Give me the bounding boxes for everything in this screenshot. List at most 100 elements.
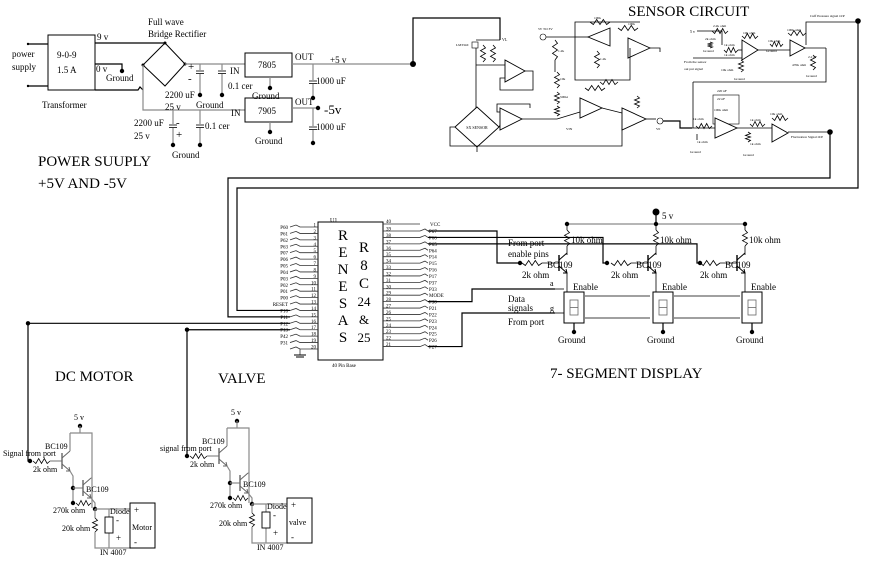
brand-letter: S: [339, 296, 347, 312]
section-title: 7- SEGMENT DISPLAY: [550, 366, 703, 382]
pin-label: P62: [280, 239, 288, 244]
junction-dot: [517, 260, 523, 266]
label: From port: [508, 238, 545, 248]
pin-number: 35: [386, 253, 392, 258]
pin-number: 13: [311, 301, 317, 306]
label: 10k: [560, 77, 566, 81]
op-amp-icon: [789, 39, 806, 57]
npn-transistor-icon: [82, 477, 92, 499]
npn-transistor-icon: [218, 445, 228, 467]
pin-number: 4: [314, 243, 317, 248]
capacitor-icon: [309, 126, 317, 130]
label: 5V TO 3V: [538, 27, 553, 31]
pin-label: P02: [280, 284, 288, 289]
junction-dot: [267, 129, 273, 135]
section-title: VALVE: [218, 371, 266, 387]
pin-label: P23: [429, 320, 437, 325]
capacitor-icon: [169, 124, 177, 128]
wire: [496, 103, 531, 113]
pin-number: 6: [314, 256, 317, 261]
resistor-icon: [551, 39, 559, 61]
resistor-icon: [707, 41, 714, 49]
label: 40 Pin Base: [332, 364, 357, 369]
op-amp-icon: [771, 123, 789, 143]
label: 9-0-9: [57, 50, 77, 60]
pin-lead: [289, 308, 318, 311]
transistor-collector: [239, 472, 249, 481]
pin-number: 9: [314, 275, 317, 280]
pin-number: 28: [386, 298, 392, 303]
label: -: [188, 73, 192, 85]
pin-label: P13: [280, 329, 288, 334]
label: 5 v: [662, 211, 674, 221]
wire: [428, 230, 520, 264]
junction-dot: [119, 68, 125, 74]
pin-lead: [383, 260, 429, 264]
label: enable pins: [508, 249, 549, 259]
junction-dot: [227, 495, 233, 501]
junction-dot: [604, 260, 610, 266]
pin-lead: [289, 250, 318, 254]
junction-dot: [410, 61, 416, 67]
wire: [226, 465, 231, 498]
label: IN: [230, 66, 240, 76]
pin-number: 17: [311, 326, 317, 331]
pin-lead: [289, 237, 318, 241]
transistor-emitter: [218, 458, 228, 467]
label: 10k ohm: [749, 235, 781, 245]
pin-number: 30: [386, 285, 392, 290]
capacitor-icon: [196, 70, 204, 74]
label: 5 v: [690, 29, 695, 34]
label: Ground: [252, 91, 280, 101]
bridge-rectifier-icon: [142, 42, 186, 87]
label: Cuff Pressure signal O/P: [810, 14, 845, 18]
pin-lead: [383, 286, 429, 290]
pin-number: 23: [386, 330, 392, 335]
section-title: POWER SUUPLY: [38, 154, 151, 170]
pin-number: 1: [314, 224, 317, 229]
junction-dot: [25, 321, 31, 326]
label: Ground: [703, 49, 714, 53]
label: +: [291, 500, 296, 510]
label: 20k ohm: [219, 519, 248, 528]
pin-label: P16: [429, 269, 437, 274]
label: -: [176, 117, 180, 129]
pin-label: P21: [429, 307, 437, 312]
wire: [94, 532, 131, 549]
pin-number: 22: [386, 337, 392, 342]
label: OUT: [295, 52, 314, 62]
junction-dot: [660, 329, 666, 335]
label: 270k ohm: [210, 501, 243, 510]
diode-icon: [104, 516, 114, 534]
transistor-emitter: [736, 265, 746, 274]
transistor-emitter: [61, 463, 71, 472]
label: 100k ohm: [787, 28, 801, 32]
label: 1000 uF: [316, 76, 346, 86]
label: 2k ohm: [522, 270, 549, 280]
label: LM334Z: [456, 43, 469, 47]
resistor-icon: [809, 54, 817, 71]
resistor-icon: [563, 229, 571, 247]
pin-number: 21: [386, 343, 392, 348]
pin-label: P60: [280, 226, 288, 231]
label: +: [273, 528, 278, 538]
capacitor-icon: [196, 124, 204, 128]
transistor-emitter: [647, 265, 657, 274]
label: IN: [231, 108, 241, 118]
label: 2k ohm: [700, 270, 727, 280]
label: BC109: [725, 260, 751, 270]
section-title: SENSOR CIRCUIT: [628, 4, 749, 20]
label: 9 v: [97, 32, 109, 42]
pin-number: 8: [314, 268, 317, 273]
